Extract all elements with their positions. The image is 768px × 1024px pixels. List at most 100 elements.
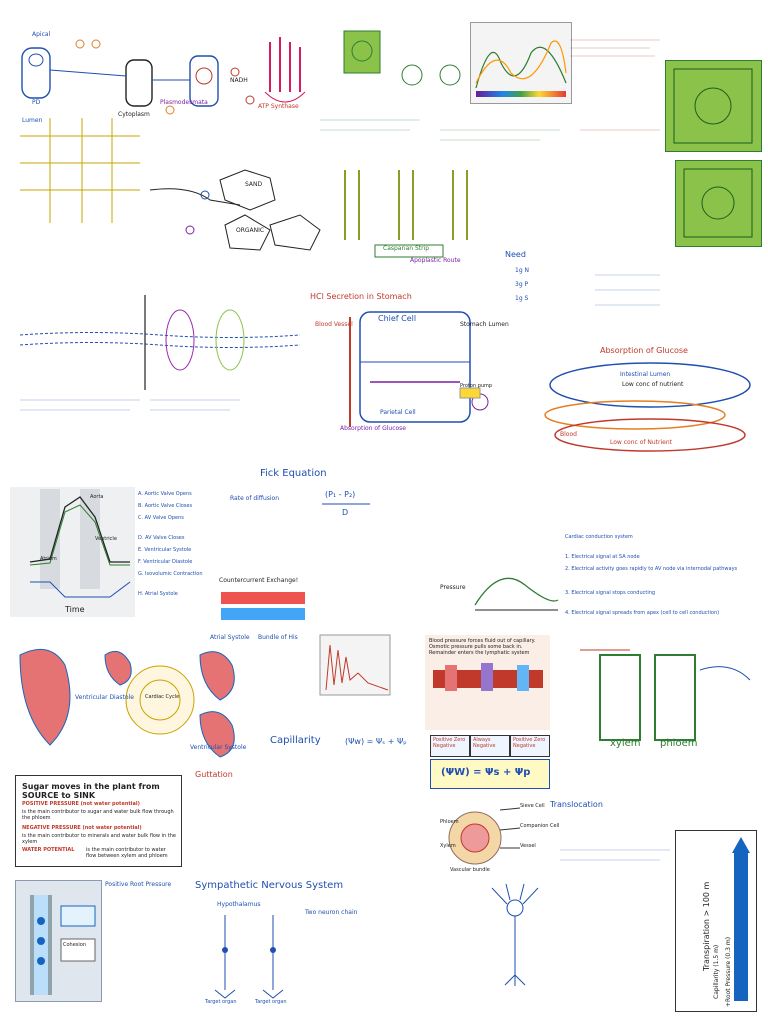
countercurrent-title: Countercurrent Exchange!: [219, 577, 299, 584]
sugar-wp-rest: is the main contributor to water flow be…: [86, 847, 168, 859]
panel-cardiac-list: A. Aortic Valve Opens B. Aortic Valve Cl…: [138, 491, 233, 612]
sugar-wp-label: WATER POTENTIAL: [22, 847, 75, 853]
panel-sugar: Sugar moves in the plant from SOURCE to …: [15, 775, 182, 867]
plasmodesmata-label: Plasmodesmata: [160, 99, 208, 106]
panel-root-xylem: Casparian Strip Apoplastic Route: [335, 170, 505, 270]
panel-bundle: Bundle of His: [258, 634, 408, 725]
panel-pressure-curve: Pressure: [440, 555, 560, 615]
hcl-absorption-label: Absorption of Glucose: [340, 425, 406, 432]
spectrum-chart: [475, 40, 567, 97]
panel-cohesion: Cohesion: [15, 880, 102, 1002]
phloem-label: phloem: [660, 738, 698, 749]
cardiac-item-f: F. Ventricular Diastole: [138, 559, 193, 565]
cardiac-pressure-chart: [29, 489, 131, 598]
proton-pump-label: Proton pump: [460, 383, 493, 389]
cardiac-item-c: C. AV Valve Opens: [138, 515, 184, 521]
panel-fick: Fick Equation Rate of diffusion (P₁ - P₂…: [230, 468, 380, 543]
psi-cell-2: Always Negative: [470, 735, 510, 757]
soil-diagram: [149, 169, 321, 251]
panel-capillarity: Capillarity (Ψᴡ) = Ψₛ + Ψₚ: [250, 735, 450, 780]
conduction-line-2: 2. Electrical activity goes rapidly to A…: [565, 566, 738, 572]
arrow-transpiration-label: Transpiration > 100 m: [702, 881, 711, 971]
panel-plasmodesmata: Apical PD Cytoplasm Plasmodesmata NADH: [10, 30, 300, 130]
panel-nervous: Sympathetic Nervous System Hypothalamus …: [195, 880, 555, 1010]
thylakoid-diagram: [343, 30, 461, 86]
blood-vessel-label: Blood Vessel: [315, 321, 353, 328]
lumen-label: Lumen: [22, 117, 43, 124]
xylem-side-label: Xylem: [440, 843, 456, 849]
nervous-title: Sympathetic Nervous System: [195, 880, 344, 891]
panel-blood-pressure: Blood pressure forces fluid out of capil…: [425, 635, 550, 730]
capillarity-formula: (Ψᴡ) = Ψₛ + Ψₚ: [345, 737, 407, 746]
low-conc-label: Low conc of nutrient: [622, 381, 684, 388]
need-label: Need: [505, 250, 526, 259]
conduction-line-3: 3. Electrical signal stops conducting: [565, 590, 656, 596]
pressure-curve: [474, 577, 559, 611]
fick-rate-label: Rate of diffusion: [230, 495, 280, 502]
psi-cell-3: Positive Zero Negative: [510, 735, 550, 757]
plasmodesmata-diagram: [21, 39, 255, 115]
hcl-title: HCl Secretion in Stomach: [310, 292, 412, 301]
panel-root-pressure: Positive Root Pressure: [105, 881, 205, 962]
apical-label: Apical: [32, 31, 51, 38]
translocation-label: Translocation: [550, 800, 603, 809]
phloem-side-label: Phloem: [440, 819, 459, 825]
panel-atp-synthase: ATP Synthase: [250, 32, 320, 122]
cardiac-item-a: A. Aortic Valve Opens: [138, 491, 192, 497]
conduction-line-1: 1. Electrical signal at SA node: [565, 554, 640, 560]
lumen-grid: [20, 118, 140, 223]
panel-nutrient: Need 1g N 3g P 1g S: [505, 250, 595, 330]
fick-title: Fick Equation: [260, 468, 327, 479]
cytoplasm-label: Cytoplasm: [118, 111, 150, 118]
pd-label: PD: [32, 99, 41, 106]
nutrient-row-3: 1g S: [515, 295, 529, 302]
nutrient-row-1: 1g N: [515, 267, 530, 274]
bundle-graph: [319, 634, 391, 696]
psi-cell-1: Positive Zero Negative: [430, 735, 470, 757]
ventricle-label: Ventricle: [95, 536, 117, 542]
bundle-his-label: Bundle of His: [258, 634, 298, 641]
hcl-diagram: [349, 311, 489, 427]
blood-pressure-text: Blood pressure forces fluid out of capil…: [429, 638, 536, 656]
cardiac-item-h: H. Atrial Systole: [138, 591, 178, 597]
panel-translocation: Translocation: [550, 800, 670, 820]
vessel-label: Vessel: [520, 843, 536, 849]
nutrient-row-2: 3g P: [515, 281, 529, 288]
arrow-root-pressure-label: +Root Pressure (0.3 m): [725, 936, 732, 1007]
panel-psi: Positive Zero Negative Always Negative P…: [430, 735, 550, 790]
xylem-phloem-diagram: [580, 649, 751, 741]
time-label: Time: [65, 605, 85, 614]
sugar-pos-label: POSITIVE PRESSURE (not water potential): [22, 801, 140, 807]
panel-spectrum: [470, 22, 572, 104]
cardiac-item-b: B. Aortic Valve Closes: [138, 503, 193, 509]
neuron-diagram: [491, 883, 539, 986]
sugar-line1: Sugar moves in the plant from SOURCE to …: [22, 782, 160, 801]
fick-fraction-line: [322, 503, 370, 505]
panel-cardiac-chart: Aorta Atrium Ventricle Time: [10, 487, 135, 617]
xylem-label: xylem: [610, 738, 641, 749]
two-neuron-label: Two neuron chain: [305, 909, 358, 916]
vascular-bundle-diagram: [448, 807, 521, 865]
apoplastic-route-label: Apoplastic Route: [410, 257, 461, 264]
arrow-bar-diagram: [732, 837, 750, 1001]
arrow-capillarity-label: Capillarity (1.5 m): [713, 944, 720, 999]
pressure-label: Pressure: [440, 584, 466, 591]
intestinal-lumen-label: Intestinal Lumen: [620, 371, 671, 378]
fick-formula-top: (P₁ - P₂): [325, 490, 356, 499]
panel-guttation: Guttation: [195, 770, 345, 810]
panel-hearts: Cardiac Cycle Atrial Systole Ventricular…: [10, 634, 250, 760]
guttation-label: Guttation: [195, 770, 233, 779]
aorta-label: Aorta: [90, 494, 104, 500]
parietal-cell-label: Parietal Cell: [380, 409, 416, 416]
vascular-bundle-label: Vascular bundle: [450, 867, 490, 873]
cardiac-item-g: G. Isovolumic Contraction: [138, 571, 203, 577]
membrane-diagram: [19, 295, 301, 390]
cohesion-diagram: [30, 895, 96, 995]
panel-lumen-table: Lumen: [20, 117, 140, 223]
companion-cell-label: Companion Cell: [520, 823, 560, 829]
hypothalamus-label: Hypothalamus: [217, 901, 261, 908]
panel-glucose: Absorption of Glucose Intestinal Lumen L…: [540, 340, 760, 460]
sugar-neg-rest: is the main contributor to minerals and …: [22, 833, 176, 845]
sieve-cell-label: Sieve Cell: [520, 803, 545, 809]
atrium-label: Atrium: [40, 556, 57, 562]
